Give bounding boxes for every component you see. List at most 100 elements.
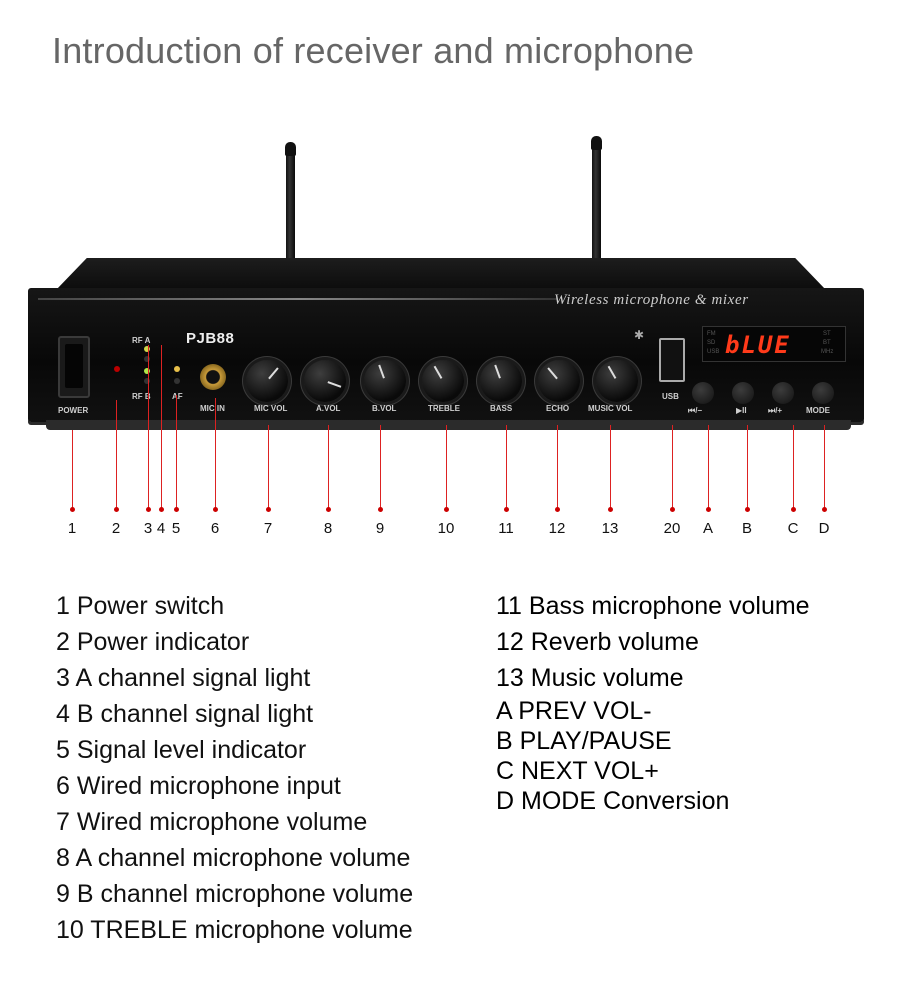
usb-label: USB <box>662 392 679 401</box>
legend-item: 9 B channel microphone volume <box>56 880 414 908</box>
legend-item: A PREV VOL- <box>496 697 652 725</box>
callout-number: 7 <box>263 520 273 537</box>
power-switch[interactable] <box>58 336 90 398</box>
callout-dot <box>444 507 449 512</box>
page-title: Introduction of receiver and microphone <box>52 30 695 71</box>
callout-line <box>176 395 177 510</box>
legend-item: 7 Wired microphone volume <box>56 808 368 836</box>
play-pause-label: ▶II <box>736 406 747 415</box>
mic-vol-label: MIC VOL <box>254 404 288 413</box>
legend-right: 11 Bass microphone volume 12 Reverb volu… <box>496 588 810 696</box>
af-led <box>174 366 180 372</box>
mode-button[interactable] <box>812 382 834 404</box>
left-antenna <box>283 142 298 270</box>
device-front-panel: Wireless microphone & mixer PJB88 POWER … <box>28 288 864 422</box>
next-label: ⏭/+ <box>768 406 783 415</box>
callout-dot <box>213 507 218 512</box>
callout-dot <box>174 507 179 512</box>
callout-number: 8 <box>323 520 333 537</box>
callout-line <box>557 425 558 510</box>
callout-number: B <box>741 520 752 537</box>
legend-item: 10 TREBLE microphone volume <box>56 916 413 944</box>
rf-a-label: RF A <box>132 336 151 345</box>
callout-dot <box>670 507 675 512</box>
a-vol-label: A.VOL <box>316 404 341 413</box>
bass-knob[interactable] <box>480 360 522 402</box>
a-vol-knob[interactable] <box>304 360 346 402</box>
callout-dot <box>326 507 331 512</box>
callout-number: 13 <box>601 520 619 537</box>
mode-label: MODE <box>806 406 830 415</box>
callout-line <box>506 425 507 510</box>
usb-port[interactable] <box>659 338 685 382</box>
callout-number: 2 <box>111 520 121 537</box>
power-led <box>114 366 120 372</box>
legend-item: 4 B channel signal light <box>56 700 314 728</box>
led-display: FM SD USB bLUE ST BT MHz <box>702 326 846 362</box>
treble-knob[interactable] <box>422 360 464 402</box>
legend-item: D MODE Conversion <box>496 787 730 815</box>
music-vol-knob[interactable] <box>596 360 638 402</box>
mic-in-label: MIC IN <box>200 404 225 413</box>
legend-item: B PLAY/PAUSE <box>496 727 672 755</box>
legend-item: 5 Signal level indicator <box>56 736 307 764</box>
right-antenna <box>589 136 604 270</box>
callout-line <box>72 430 73 510</box>
callout-line <box>116 400 117 510</box>
legend-item: 3 A channel signal light <box>56 664 311 692</box>
legend-item: 12 Reverb volume <box>496 628 699 656</box>
next-button[interactable] <box>772 382 794 404</box>
callout-dot <box>504 507 509 512</box>
callout-line <box>161 345 162 510</box>
mic-vol-knob[interactable] <box>246 360 288 402</box>
callout-line <box>268 425 269 510</box>
echo-knob[interactable] <box>538 360 580 402</box>
callout-dot <box>791 507 796 512</box>
panel-base <box>46 420 851 430</box>
callout-dot <box>70 507 75 512</box>
b-vol-label: B.VOL <box>372 404 397 413</box>
callout-dot <box>146 507 151 512</box>
callout-line <box>747 425 748 510</box>
callout-line <box>672 425 673 510</box>
legend-item: 1 Power switch <box>56 592 225 620</box>
music-vol-label: MUSIC VOL <box>588 404 633 413</box>
callout-line <box>610 425 611 510</box>
brand-text: Wireless microphone & mixer <box>554 292 749 308</box>
callout-number: C <box>787 520 799 537</box>
power-label: POWER <box>58 406 89 415</box>
callout-number: 9 <box>375 520 385 537</box>
callout-dot <box>555 507 560 512</box>
prev-button[interactable] <box>692 382 714 404</box>
b-vol-knob[interactable] <box>364 360 406 402</box>
callout-dot <box>745 507 750 512</box>
callout-dot <box>706 507 711 512</box>
legend-buttons: A PREV VOL- B PLAY/PAUSE C NEXT VOL+ D M… <box>496 696 729 816</box>
mic-in-jack[interactable] <box>200 364 226 390</box>
callout-line <box>215 398 216 510</box>
rf-b-label: RF B <box>132 392 151 401</box>
rf-a-led-2 <box>144 356 150 362</box>
callout-dot <box>159 507 164 512</box>
af-label: AF <box>172 392 183 401</box>
legend-item: 6 Wired microphone input <box>56 772 341 800</box>
prev-label: ⏮/− <box>688 406 703 415</box>
callout-dot <box>608 507 613 512</box>
callout-number: 4 <box>156 520 166 537</box>
legend-item: 13 Music volume <box>496 664 684 692</box>
callout-line <box>380 425 381 510</box>
callout-line <box>446 425 447 510</box>
legend-item: 11 Bass microphone volume <box>496 592 810 620</box>
af-led-2 <box>174 378 180 384</box>
play-pause-button[interactable] <box>732 382 754 404</box>
callout-line <box>328 425 329 510</box>
rf-a-led <box>144 346 150 352</box>
callout-line <box>148 345 149 510</box>
bluetooth-icon: ✱ <box>634 328 645 342</box>
callout-number: 5 <box>171 520 181 537</box>
display-text: bLUE <box>725 331 791 359</box>
callout-number: 11 <box>498 520 514 537</box>
treble-label: TREBLE <box>428 404 460 413</box>
callout-number: 3 <box>143 520 153 537</box>
callout-number: 10 <box>437 520 455 537</box>
